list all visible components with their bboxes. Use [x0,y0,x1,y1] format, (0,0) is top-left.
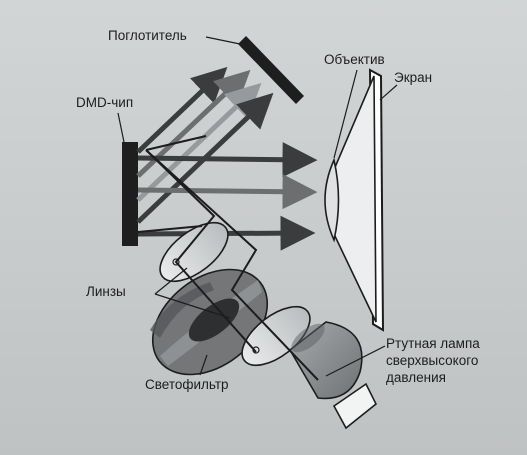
absorber-label: Поглотитель [108,28,187,43]
filter-label: Светофильтр [145,377,229,392]
lamp-label-line3: давления [386,370,446,385]
absorber [238,36,304,104]
mercury-lamp [288,321,378,430]
dmd-chip [122,142,138,246]
screen-label: Экран [394,70,432,85]
beams-to-absorber [136,66,274,224]
upper-lens [159,221,229,283]
lenses-label: Линзы [86,284,126,299]
lamp-label-line1: Ртутная лампа [386,336,480,351]
objective-label: Объектив [324,52,385,67]
dmd-chip-label: DMD-чип [76,95,133,110]
leader-lines [117,36,398,377]
light-path [137,135,319,381]
lamp-label-line2: сверхвысокого [386,353,478,368]
objective-lens [324,157,340,243]
projection-cone [332,75,377,323]
